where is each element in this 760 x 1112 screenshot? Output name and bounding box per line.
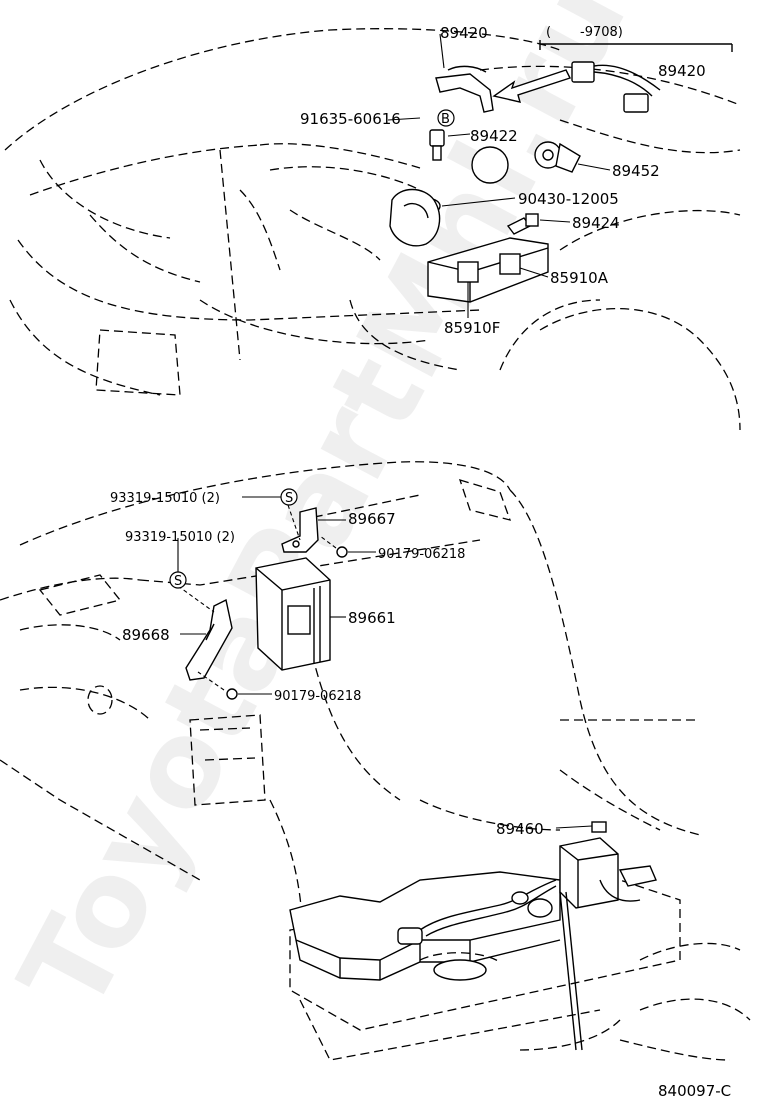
callout-bracket-line (539, 40, 733, 52)
cap-circle (471, 146, 509, 184)
throttle-body (389, 188, 441, 247)
part-label-89422: 89422 (470, 127, 518, 145)
part-label-89661: 89661 (348, 609, 396, 627)
relay-85910A (499, 253, 521, 275)
part-label-85910A: 85910A (550, 269, 609, 287)
switch-89424 (506, 213, 539, 235)
part-label-89452: 89452 (612, 162, 660, 180)
part-label-89460: 89460 (496, 820, 544, 838)
part-label-89420-main: 89420 (440, 24, 488, 42)
fuel-tank-body (289, 871, 561, 981)
marker-s-circle-upper (280, 488, 298, 506)
fuel-tank-illustration (269, 769, 751, 1061)
part-label-93319-15010-upper: 93319-15010 (2) (110, 491, 220, 506)
bracket-89668 (185, 598, 233, 681)
engine-bay-illustration (4, 28, 741, 431)
dashboard-illustration (0, 461, 701, 881)
part-label-89667: 89667 (348, 510, 396, 528)
nut-90179-upper (336, 546, 348, 558)
sensor-89422 (429, 129, 445, 161)
marker-s-text-lower: S (174, 574, 182, 589)
callout-bracket-text: ( -9708) (546, 25, 623, 40)
part-label-90179-06218-upper: 90179-06218 (378, 547, 465, 562)
part-label-85910F: 85910F (444, 319, 500, 337)
charcoal-canister-89460 (559, 821, 657, 909)
marker-b-circle (437, 109, 455, 127)
ecu-89661 (255, 557, 331, 671)
part-label-90430-12005: 90430-12005 (518, 190, 619, 208)
sensor-89452 (534, 141, 581, 173)
callout-arrow (492, 69, 571, 103)
harness-89420-main (435, 65, 494, 113)
harness-89420-alt (571, 61, 661, 113)
bracket-89667 (281, 507, 319, 553)
relay-85910F (457, 261, 479, 283)
part-label-89420-alt: 89420 (658, 62, 706, 80)
figure-code: 840097-C (658, 1082, 731, 1100)
marker-s-circle-lower (169, 571, 187, 589)
part-label-89668: 89668 (122, 626, 170, 644)
nut-90179-lower (226, 688, 238, 700)
marker-b-text: B (441, 112, 450, 127)
vapor-hoses (397, 879, 583, 1051)
part-label-91635-60616: 91635-60616 (300, 110, 401, 128)
marker-s-text-upper: S (285, 491, 293, 506)
part-label-89424: 89424 (572, 214, 620, 232)
part-label-90179-06218-lower: 90179-06218 (274, 689, 361, 704)
part-label-93319-15010-lower: 93319-15010 (2) (125, 530, 235, 545)
